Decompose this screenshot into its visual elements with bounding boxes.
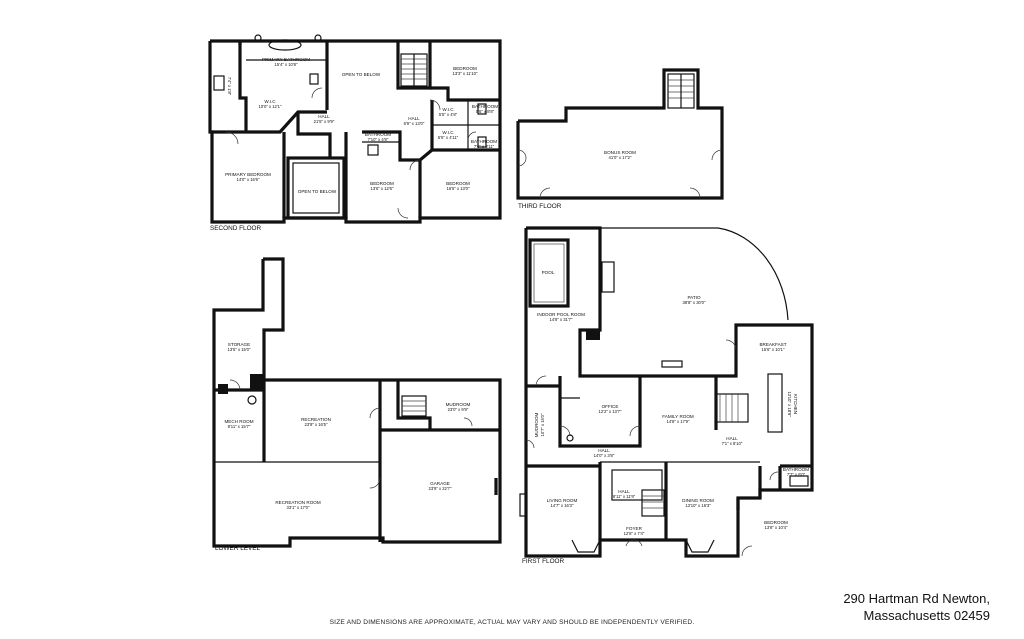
room-dim-primary-bathroom: 15'4" x 10'8" (275, 62, 298, 67)
room-dim-recreation-1: 23'9" x 16'5" (305, 422, 328, 427)
room-dim-bathroom-1: 7'7" x 6'0" (787, 472, 806, 477)
room-label-pool: POOL (542, 270, 555, 275)
room-label-hall-2a: HALL (318, 114, 330, 119)
room-dim-mudroom: 23'0" x 9'9" (448, 407, 469, 412)
room-label-bathroom-2b: BATHROOM (365, 132, 391, 137)
room-dim-bathroom-2a: 5'6" x 8'8" (476, 109, 495, 114)
address-line-2: Massachusetts 02459 (863, 608, 990, 623)
room-label-patio: PATIO (687, 295, 701, 300)
lower-level-plan: STORAGE 13'5" x 15'0" MECH ROOM 8'11" x … (212, 257, 502, 552)
room-label-storage: STORAGE (228, 342, 250, 347)
room-label-family-room: FAMILY ROOM (662, 414, 694, 419)
room-label-living-room: LIVING ROOM (547, 498, 578, 503)
room-label-wic-2b: W.I.C (442, 107, 454, 112)
room-dim-bonus-room: 41'0" x 17'2" (609, 155, 632, 160)
room-label-recreation-room: RECREATION ROOM (275, 500, 321, 505)
room-dim-wic-2b: 5'5" x 4'8" (439, 112, 458, 117)
room-label-bathroom-2a: BATHROOM (472, 104, 498, 109)
room-dim-wic-2c: 5'5" x 4'11" (438, 135, 459, 140)
first-floor-plan: POOL INDOOR POOL ROOM 14'8" x 31'7" PATI… (519, 226, 814, 565)
room-label-dining-room: DINING ROOM (682, 498, 714, 503)
room-dim-wic-2a: 10'0" x 12'1" (259, 104, 282, 109)
room-dim-garage: 23'9" x 22'7" (429, 486, 452, 491)
room-dim-hall-2a: 21'5" x 9'9" (314, 119, 335, 124)
floor-label-second: SECOND FLOOR (210, 225, 262, 232)
room-dim-dining-room: 13'10" x 16'3" (685, 503, 711, 508)
room-dim-recreation-room: 33'1" x 17'0" (287, 505, 310, 510)
room-dim-bedroom-2c: 16'5" x 13'0" (447, 186, 470, 191)
room-label-bedroom-2b: BEDROOM (370, 181, 394, 186)
room-dim-living-room: 14'7" x 16'3" (551, 503, 574, 508)
room-dim-office: 12'2" x 13'7" (599, 409, 622, 414)
room-label-office: OFFICE (602, 404, 619, 409)
room-label-open-to-below-2: OPEN TO BELOW (298, 189, 337, 194)
room-dim-hall-1c: 8'11" x 11'9" (613, 494, 636, 499)
room-dim-bathroom-2c: 7'6" x 8'11" (474, 144, 495, 149)
room-label-primary-bathroom: PRIMARY BATHROOM (262, 57, 310, 62)
third-floor-plan: BONUS ROOM 41'0" x 17'2" THIRD FLOOR (516, 68, 724, 210)
room-dim-indoor-pool-room: 14'8" x 31'7" (550, 317, 573, 322)
room-label-hall-1a: HALL (726, 436, 738, 441)
floor-label-lower: LOWER LEVEL (215, 545, 261, 552)
room-label-hall-2b: HALL (408, 116, 420, 121)
room-dim-storage: 13'5" x 15'0" (228, 347, 251, 352)
room-dim-patio: 38'8" x 30'0" (683, 300, 706, 305)
floor-label-third: THIRD FLOOR (518, 203, 562, 210)
room-dim-breakfast: 15'6" x 10'1" (762, 347, 785, 352)
room-dim-hall-2b: 6'9" x 13'0" (404, 121, 425, 126)
room-dim-bedroom-2a: 13'3" x 11'10" (453, 71, 478, 76)
disclaimer-text: SIZE AND DIMENSIONS ARE APPROXIMATE, ACT… (329, 619, 695, 626)
room-label-bedroom-2c: BEDROOM (446, 181, 470, 186)
room-label-garage: GARAGE (430, 481, 450, 486)
room-label-bedroom-2a: BEDROOM (453, 66, 477, 71)
room-dim-family-room: 14'8" x 17'9" (667, 419, 690, 424)
room-label-primary-bedroom: PRIMARY BEDROOM (225, 172, 271, 177)
room-dim-bathroom-2b: 7'10" x 4'8" (368, 137, 389, 142)
room-dim-bedroom-1: 13'8" x 10'4" (765, 525, 788, 530)
room-dim-hall-1a: 7'1" x 8'10" (722, 441, 743, 446)
room-dim-mech-room: 8'11" x 15'7" (228, 424, 251, 429)
room-dim-mudroom-1: 10'7" x 15'0" (540, 413, 545, 436)
room-label-recreation-1: RECREATION (301, 417, 331, 422)
room-label-hall-1c: HALL (618, 489, 630, 494)
room-label-bonus-room: BONUS ROOM (604, 150, 636, 155)
room-label-foyer: FOYER (626, 526, 643, 531)
room-label-mudroom: MUDROOM (446, 402, 471, 407)
room-label-kitchen: KITCHEN (793, 394, 798, 414)
room-label-wic-2c: W.I.C (442, 130, 454, 135)
room-dim-hall-1b: 14'0" x 3'8" (594, 453, 615, 458)
room-dim-primary-bedroom: 14'0" x 16'6" (237, 177, 260, 182)
room-dim-foyer: 12'8" x 7'4" (624, 531, 645, 536)
room-label-mudroom-1: MUDROOM (534, 412, 539, 437)
room-label-wic-2a: W.I.C (264, 99, 276, 104)
room-dim-closet-2: 7'4" x 1'8" (227, 77, 232, 96)
room-label-bathroom-2c: BATHROOM (471, 139, 497, 144)
second-floor-plan: PRIMARY BATHROOM 15'4" x 10'8" OPEN TO B… (208, 34, 502, 232)
room-dim-bedroom-2b: 13'6" x 12'6" (371, 186, 394, 191)
room-label-indoor-pool-room: INDOOR POOL ROOM (537, 312, 585, 317)
floor-label-first: FIRST FLOOR (522, 558, 565, 565)
room-label-open-to-below-1: OPEN TO BELOW (342, 72, 381, 77)
room-label-hall-1b: HALL (598, 448, 610, 453)
room-label-bathroom-1: BATHROOM (783, 467, 809, 472)
room-label-breakfast: BREAKFAST (759, 342, 786, 347)
address-line-1: 290 Hartman Rd Newton, (843, 591, 990, 606)
room-label-bedroom-1: BEDROOM (764, 520, 788, 525)
room-label-mech-room: MECH ROOM (224, 419, 253, 424)
room-dim-kitchen: 13'10" x 18'9" (787, 391, 792, 417)
